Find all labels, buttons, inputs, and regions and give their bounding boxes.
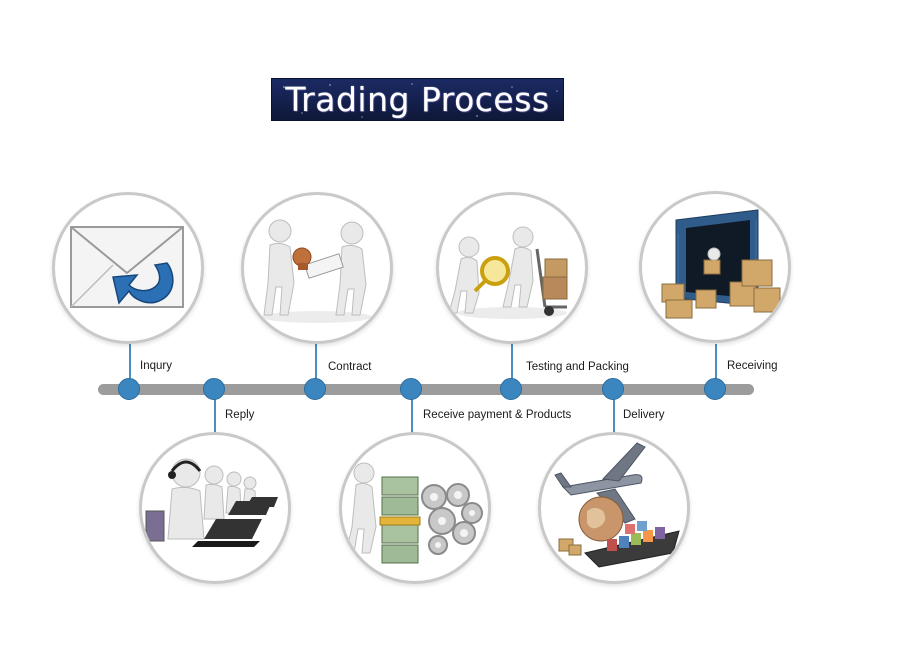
star-field [283,83,558,118]
step-image-delivery [538,432,690,584]
money-gears-icon [345,462,483,564]
stem-inquiry [129,344,131,389]
container-boxes-icon [661,209,781,319]
step-label-contract: Contract [328,361,372,373]
stem-payment [411,389,413,433]
contract-stamp-icon [262,219,372,323]
step-image-payment [339,432,491,584]
title-banner: Trading Process [271,78,564,121]
step-image-contract [241,192,393,344]
page-title: Trading Process [285,80,550,119]
stem-contract [315,344,317,389]
step-image-receiving [639,191,791,343]
step-image-testing [436,192,588,344]
inspection-cart-icon [448,226,568,319]
step-label-reply: Reply [225,409,255,421]
step-label-inquiry: Inqury [140,360,172,372]
step-label-receiving: Receiving [727,360,778,372]
step-image-reply [139,432,291,584]
stem-reply [214,389,216,433]
timeline-bar [98,384,754,395]
step-image-inquiry [52,192,204,344]
step-label-delivery: Delivery [623,409,665,421]
stem-delivery [613,389,615,437]
stem-receiving [715,344,717,389]
timeline-node-testing [500,378,522,400]
call-center-icon [145,458,278,547]
timeline-node-receiving [704,378,726,400]
step-label-testing: Testing and Packing [526,361,629,373]
timeline-node-reply [203,378,225,400]
envelope-reply-icon [70,226,184,308]
stem-testing [511,340,513,389]
timeline-node-contract [304,378,326,400]
step-label-payment: Receive payment & Products [423,409,572,421]
timeline-node-payment [400,378,422,400]
plane-ship-globe-icon [554,442,680,568]
timeline-node-delivery [602,378,624,400]
timeline-node-inquiry [118,378,140,400]
